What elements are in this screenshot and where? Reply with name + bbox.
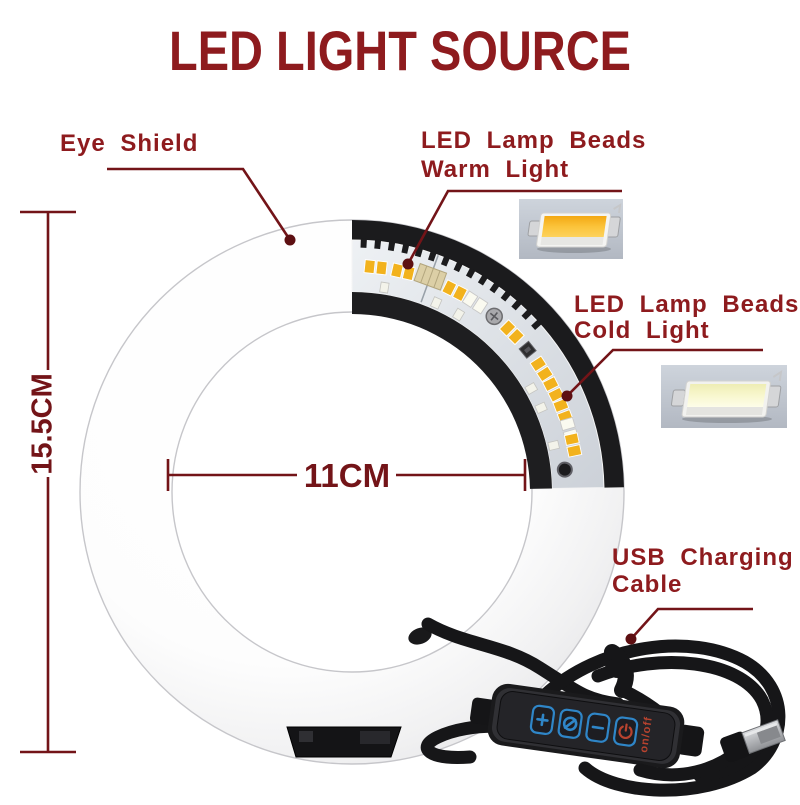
svg-text:LED Lamp Beads: LED Lamp Beads xyxy=(574,291,799,318)
usb-cable-label: USB Charging Cable xyxy=(612,544,794,598)
warm-light-label: LED Lamp Beads Warm Light xyxy=(421,127,646,183)
ring-light xyxy=(79,219,625,765)
svg-text:Cable: Cable xyxy=(612,571,682,598)
led-ic xyxy=(518,340,537,359)
led-warm xyxy=(541,376,565,403)
led-small xyxy=(379,281,390,294)
led-warm xyxy=(563,432,583,458)
led-chips xyxy=(363,259,583,478)
led-strip xyxy=(351,220,624,490)
inner-diameter-dimension: 11CM xyxy=(166,457,527,494)
usb-plug xyxy=(720,719,786,763)
led-small xyxy=(534,401,548,415)
led-white xyxy=(461,290,489,315)
led-warm xyxy=(529,355,554,383)
color-mode-button xyxy=(557,708,583,739)
inner-diameter-label: 11CM xyxy=(304,457,390,494)
led-warm xyxy=(390,262,416,282)
cable-nub xyxy=(408,627,432,645)
led-small xyxy=(524,381,539,396)
led-hole xyxy=(556,461,573,478)
svg-text:Warm Light: Warm Light xyxy=(421,156,569,183)
led-warm xyxy=(498,319,525,346)
power-button xyxy=(613,716,639,747)
led-small xyxy=(547,439,560,451)
led-small xyxy=(452,307,466,322)
brightness-down-button xyxy=(585,712,611,743)
height-dimension: 15.5CM xyxy=(20,210,76,754)
svg-text:USB Charging: USB Charging xyxy=(612,544,794,571)
led-small xyxy=(429,296,443,310)
led-warm xyxy=(441,279,468,303)
usb-controller: on/off xyxy=(469,683,705,769)
brightness-up-button xyxy=(529,704,556,736)
svg-text:LED Lamp Beads: LED Lamp Beads xyxy=(421,127,646,154)
page-title: LED LIGHT SOURCE xyxy=(169,19,631,82)
led-warm xyxy=(363,259,388,276)
onoff-label: on/off xyxy=(638,716,655,754)
cold-light-label: LED Lamp Beads Cold Light xyxy=(574,291,799,344)
height-dimension-label: 15.5CM xyxy=(27,373,59,475)
leader-lines xyxy=(107,167,763,645)
led-connector xyxy=(413,262,448,291)
eye-shield-label: Eye Shield xyxy=(60,130,198,157)
cold-bead-photo xyxy=(661,365,787,428)
warm-bead-photo xyxy=(519,199,623,259)
led-screw xyxy=(485,307,503,326)
mount-foot xyxy=(286,726,402,758)
svg-text:Cold Light: Cold Light xyxy=(574,317,710,344)
